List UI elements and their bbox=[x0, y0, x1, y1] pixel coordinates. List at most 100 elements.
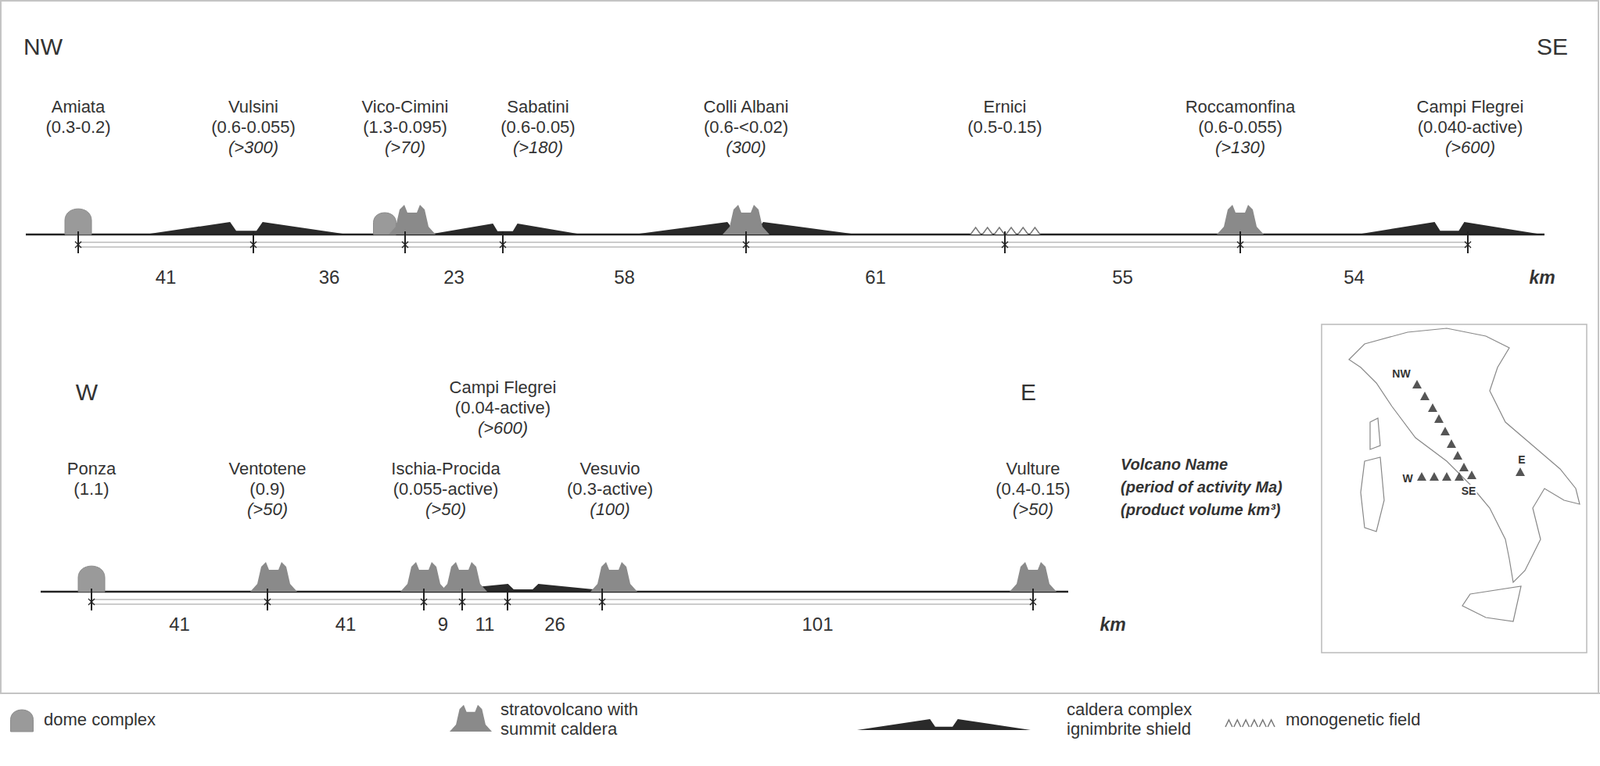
cone-symbol bbox=[1234, 720, 1242, 728]
coastline bbox=[1462, 586, 1522, 622]
activity-period: (0.6-<0.02) bbox=[703, 117, 790, 138]
volcano-label: Roccamonfina(0.6-0.055)(>130) bbox=[1185, 96, 1296, 158]
volcano-name: Vulture bbox=[995, 459, 1070, 480]
coastline bbox=[1348, 328, 1580, 583]
cone-symbol bbox=[1251, 720, 1259, 728]
key-text: (period of activity Ma) bbox=[1120, 478, 1283, 497]
distance-tick bbox=[459, 599, 466, 606]
volcano-name: Vesuvio bbox=[566, 459, 653, 480]
cone-symbol bbox=[1225, 720, 1233, 728]
map-label: W bbox=[1401, 472, 1414, 485]
distance-tick bbox=[1239, 231, 1242, 254]
volcano-name: Ventotene bbox=[228, 459, 306, 480]
ignimbrite-shield-symbol bbox=[144, 222, 348, 235]
volcano-marker bbox=[1420, 391, 1430, 401]
volcano-label: Ischia-Procida(0.055-active)(>50) bbox=[391, 459, 500, 521]
volcano-label: Colli Albani(0.6-<0.02)(300) bbox=[703, 96, 790, 158]
dome-symbol bbox=[64, 208, 92, 235]
volcano-label: Ventotene(0.9)(>50) bbox=[228, 459, 306, 521]
cone-symbol bbox=[993, 227, 1005, 235]
distance-tick bbox=[420, 599, 427, 606]
distance-tick bbox=[504, 599, 511, 606]
volcano-label: Vesuvio(0.3-active)(100) bbox=[566, 459, 653, 521]
distance-tick bbox=[499, 241, 506, 248]
cone-symbol bbox=[1267, 720, 1275, 728]
product-volume: (>600) bbox=[449, 418, 557, 439]
volcano-label: Campi Flegrei(0.04-active)(>600) bbox=[449, 377, 557, 439]
inset-frame bbox=[1321, 324, 1587, 653]
product-volume: (>50) bbox=[391, 499, 500, 521]
distance-bar bbox=[602, 599, 1034, 605]
legend-text: stratovolcano with summit caldera bbox=[500, 699, 669, 740]
product-volume: (>50) bbox=[228, 499, 306, 521]
distance-label: 61 bbox=[864, 266, 887, 289]
distance-label: 55 bbox=[1112, 266, 1134, 289]
key-text: (product volume km³) bbox=[1120, 501, 1281, 520]
distance-tick bbox=[742, 241, 750, 248]
dome-symbol bbox=[78, 566, 105, 592]
distance-tick bbox=[599, 599, 606, 606]
volcano-label: Amiata(0.3-0.2) bbox=[45, 96, 111, 138]
distance-tick bbox=[461, 588, 463, 611]
volcano-marker bbox=[1452, 451, 1463, 460]
product-volume: (>70) bbox=[362, 137, 449, 158]
volcano-name: Vulsini bbox=[211, 96, 296, 118]
direction-label: W bbox=[75, 379, 98, 406]
product-volume: (100) bbox=[566, 499, 653, 521]
volcano-name: Amiata bbox=[45, 96, 111, 118]
volcano-name: Colli Albani bbox=[703, 96, 790, 118]
distance-tick bbox=[1032, 588, 1034, 611]
activity-period: (0.5-0.15) bbox=[967, 117, 1042, 138]
stratovolcano-symbol bbox=[722, 204, 770, 235]
volcano-name: Ischia-Procida bbox=[391, 459, 500, 480]
direction-label: SE bbox=[1536, 33, 1568, 61]
stratovolcano-symbol bbox=[1009, 562, 1057, 592]
stratovolcano-symbol bbox=[449, 705, 492, 732]
legend-text: dome complex bbox=[43, 710, 156, 730]
coastline bbox=[1370, 418, 1381, 450]
key-text: Volcano Name bbox=[1120, 455, 1228, 474]
distance-label: 54 bbox=[1343, 266, 1365, 289]
direction-label: E bbox=[1020, 379, 1037, 406]
distance-tick bbox=[77, 231, 79, 254]
volcano-label: Campi Flegrei(0.040-active)(>600) bbox=[1417, 96, 1525, 158]
volcano-label: Ponza(1.1) bbox=[67, 459, 116, 500]
distance-tick bbox=[1004, 231, 1006, 254]
distance-label: 41 bbox=[335, 613, 357, 636]
cone-symbol bbox=[982, 227, 993, 235]
legend-text: caldera complex ignimbrite shield bbox=[1066, 699, 1220, 740]
volcano-name: Ponza bbox=[67, 459, 116, 480]
distance-bar bbox=[267, 599, 424, 605]
profile-baseline bbox=[40, 591, 1069, 594]
volcano-marker bbox=[1454, 472, 1464, 481]
unit-label: km bbox=[1528, 267, 1555, 289]
distance-tick bbox=[1237, 241, 1244, 248]
activity-period: (0.04-active) bbox=[449, 398, 557, 419]
cone-symbol bbox=[1259, 720, 1267, 728]
cone-symbol bbox=[970, 227, 981, 235]
distance-tick bbox=[401, 241, 409, 248]
distance-tick bbox=[423, 588, 425, 611]
stratovolcano-symbol bbox=[388, 204, 436, 235]
volcano-marker bbox=[1467, 470, 1477, 480]
volcano-marker bbox=[1429, 472, 1439, 481]
distance-bar bbox=[1240, 242, 1468, 248]
stratovolcano-symbol bbox=[250, 562, 298, 592]
activity-period: (0.040-active) bbox=[1417, 117, 1525, 138]
distance-tick bbox=[506, 588, 509, 611]
volcano-marker bbox=[1417, 472, 1427, 481]
distance-tick bbox=[1467, 231, 1469, 254]
map-label: SE bbox=[1460, 484, 1478, 498]
distance-label: 11 bbox=[475, 613, 496, 636]
volcano-name: Sabatini bbox=[500, 96, 575, 118]
coastline bbox=[1360, 457, 1385, 532]
distance-bar bbox=[1004, 242, 1241, 248]
activity-period: (0.4-0.15) bbox=[995, 479, 1070, 500]
volcano-marker bbox=[1440, 426, 1450, 436]
volcano-marker bbox=[1434, 414, 1444, 424]
distance-bar bbox=[91, 599, 268, 605]
distance-label: 23 bbox=[443, 266, 465, 289]
volcano-marker bbox=[1442, 472, 1452, 481]
legend-separator bbox=[0, 692, 1600, 695]
volcano-name: Ernici bbox=[967, 96, 1042, 118]
